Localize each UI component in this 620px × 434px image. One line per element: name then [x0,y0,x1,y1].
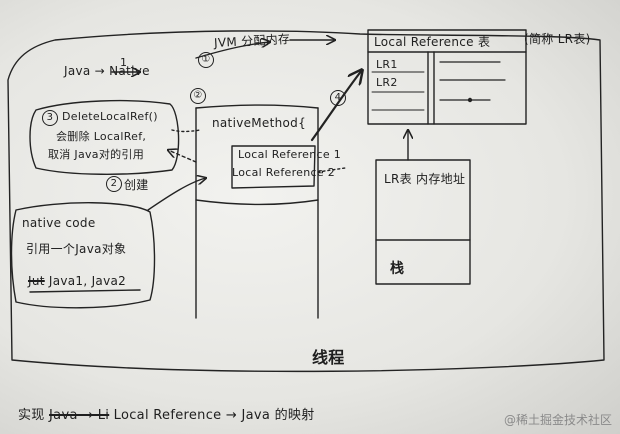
step2-marker: 2 [106,176,122,192]
bottom-caption: 实现 Java → Li Local Reference → Java 的映射 [18,408,315,423]
delete-line2: 会删除 LocalRef, [56,130,147,143]
create-arrow [147,178,206,211]
stack-label: 栈 [390,261,405,277]
step1-marker: 1 [120,56,128,69]
thread-label: 线程 [312,348,345,367]
step-circle-mid: ② [190,88,206,104]
local-ref2-label: Local Reference 2 [232,166,335,179]
lr2-label: LR2 [376,76,398,89]
native-code-bubble [10,202,156,309]
lr-table [367,29,527,125]
native-code-line3: Jut Java1, Java2 [28,274,127,288]
lr-table-note: (简称 LR表) [524,32,591,46]
watermark: @稀土掘金技术社区 [503,413,612,427]
delete-ref-bubble [29,99,180,175]
delete-local-ref-label: DeleteLocalRef() [62,110,158,123]
thread-container [7,30,605,373]
step-circle-top: ① [198,52,214,68]
native-code-line2: 引用一个Java对象 [26,242,127,256]
lr-table-title: Local Reference 表 [374,35,491,49]
native-method-label: nativeMethod{ [212,116,307,130]
native-code-label: native code [22,216,96,230]
step3-marker: 3 [42,110,58,126]
lr-memory-block [375,159,471,285]
delete-arrow [168,150,197,163]
stack-column [195,107,319,319]
java-label: Java → Native [64,64,150,78]
lr-mem-addr-label: LR表 内存地址 [384,172,466,186]
lr1-label: LR1 [376,58,398,71]
delete-line3: 取消 Java对的引用 [48,148,145,161]
step4-marker: 4 [330,90,346,106]
local-ref1-label: Local Reference 1 [238,148,341,161]
create-label: 创建 [124,178,149,192]
